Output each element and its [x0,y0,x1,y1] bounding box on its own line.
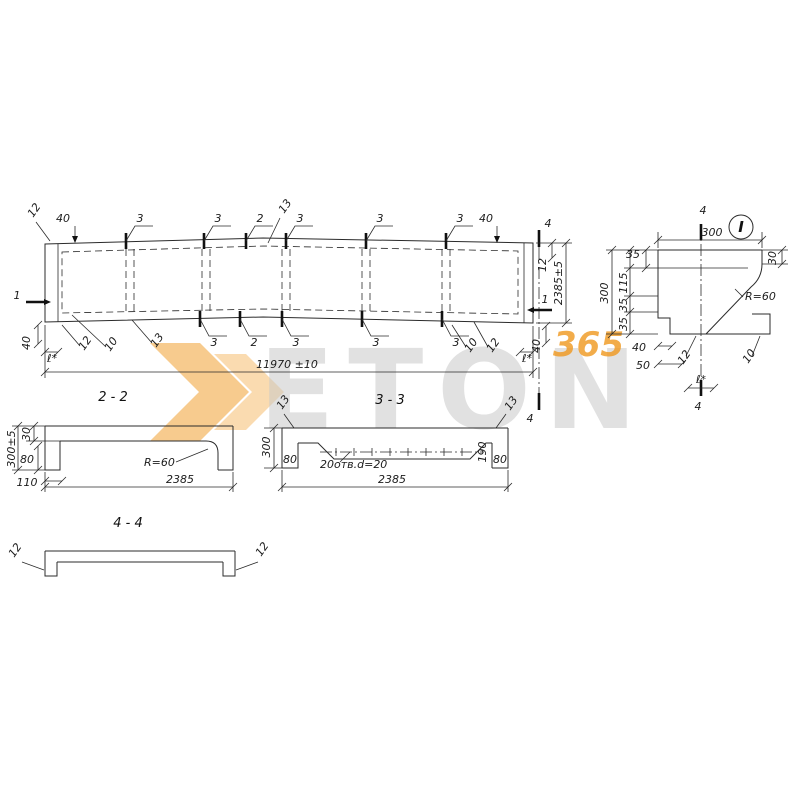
callout-label-13: 13 [276,197,295,216]
cut-mark-1-left: 1 [14,289,21,302]
arrow-down-icon [72,236,78,243]
section-3-3-leaders [283,413,507,463]
cut-flag-label: 2 [251,336,258,349]
cut-mark-1-right: 1 [542,293,549,306]
watermark-chevron-small-icon [214,354,284,430]
dim-label-l: ℓ* [521,352,533,365]
detail-rib-outline [657,250,771,335]
section-2-2-profile [44,425,234,471]
radius-label: R=60 [144,456,175,469]
callout-label-12: 12 [76,334,95,353]
dim-label-40: 40 [20,336,33,350]
detail-dim-lines [606,232,788,393]
plan-view: 3 3 2 3 3 3 3 2 3 3 3 12 13 40 40 4 4 1 … [14,197,572,425]
dim-label-width: 2385 [166,473,194,486]
arrow-down-icon [494,236,500,243]
dim-label-40: 40 [530,339,543,353]
section-title: 3 - 3 [375,393,405,408]
plan-callout-leaders [35,217,489,348]
cut-flag-label: 3 [457,212,464,225]
cut-mark-4-bottom: 4 [527,412,534,425]
dim-label-115: 115 [617,273,630,294]
plan-end-lines [57,243,525,323]
plan-cut-leaders-bottom [199,318,469,337]
dim-label-40: 40 [479,212,493,225]
dim-label-300: 300 [260,437,273,458]
plan-cut-leaders-top [125,225,473,242]
holes-note: 20отв.d=20 [320,458,387,471]
dim-label-110: 110 [17,476,38,489]
hole-marks [335,448,463,456]
cut-flag-label: 3 [297,212,304,225]
radius-leader [175,448,209,463]
dim-label-80: 80 [493,453,507,466]
plan-inner-dashed [61,245,519,315]
dim-label-width: 2385 [378,473,406,486]
cut-mark-4-top: 4 [700,204,707,217]
dim-label-35: 35 [626,248,640,261]
dim-label-height: 300±5 [5,430,18,467]
dim-label-length: 11970 ±10 [256,358,318,371]
callout-label-10: 10 [102,335,121,354]
dim-label-12: 12 [536,258,549,272]
detail-badge-circle [728,214,754,240]
dim-width-lines [536,238,572,328]
cut-mark-4-top: 4 [545,217,552,230]
section-4-4-leaders [21,561,259,571]
cut-flag-label: 2 [257,212,264,225]
detail-leaders [685,288,761,357]
dim-label-35: 35 [617,317,630,331]
watermark-chevron-icon [150,343,249,441]
section-3-3-dim-lines [264,423,513,492]
dim-label-80: 80 [283,453,297,466]
plan-rib-separators [125,249,451,311]
section-4-4: 4 - 4 12 12 [6,516,272,577]
detail-view-I: I 4 4 300 35 115 35 35 300 30 R=60 40 50… [598,204,788,413]
dim-label-35: 35 [617,298,630,312]
section-3-3: 3 - 3 13 13 300 80 20отв.d=20 190 80 238… [260,393,520,492]
dim-label-l: ℓ* [695,373,707,386]
plan-cut-ticks-bottom [198,311,444,327]
watermark: ETON 365 [150,325,651,454]
callout-label-12: 12 [253,540,272,559]
cut-ticks-1 [26,300,552,312]
dim-label-300: 300 [598,283,611,304]
cut-mark-4-bottom: 4 [695,400,702,413]
watermark-brand: ETON [259,326,651,454]
radius-label: R=60 [745,290,776,303]
dim-label-width: 2385±5 [552,261,565,305]
dim-label-l: ℓ* [46,352,58,365]
arrow-right-icon [44,299,51,305]
dim-label-300: 300 [702,226,723,239]
cut-flag-label: 3 [215,212,222,225]
arrow-left-icon [527,307,534,313]
cut-flag-label: 3 [293,336,300,349]
edge-small-dims [33,320,551,357]
section-3-3-profile [281,427,509,469]
section-2-2-dim-lines [12,421,238,492]
section-4-4-profile [44,550,236,577]
dim-label-50: 50 [636,359,650,372]
cut-flag-label: 3 [377,212,384,225]
callout-label-12: 12 [6,541,25,560]
dim-label-40: 40 [632,341,646,354]
callout-label-10: 10 [740,347,759,366]
section-title: 4 - 4 [113,516,143,531]
dim-label-40: 40 [56,212,70,225]
cut-flag-label: 3 [453,336,460,349]
dim-label-30: 30 [766,251,779,265]
plan-outline [44,237,534,324]
watermark-number: 365 [553,325,624,365]
cut-flag-label: 3 [137,212,144,225]
dim-label-30: 30 [20,427,33,441]
dim-label-80: 80 [20,453,34,466]
callout-label-12: 12 [25,201,44,220]
dim-label-190: 190 [476,442,489,463]
detail-title: I [738,218,744,236]
section-title: 2 - 2 [98,390,128,405]
cut-flag-label: 3 [373,336,380,349]
cut-flag-label: 3 [211,336,218,349]
section-2-2: 2 - 2 30 300±5 80 110 R=60 2385 [5,390,238,492]
